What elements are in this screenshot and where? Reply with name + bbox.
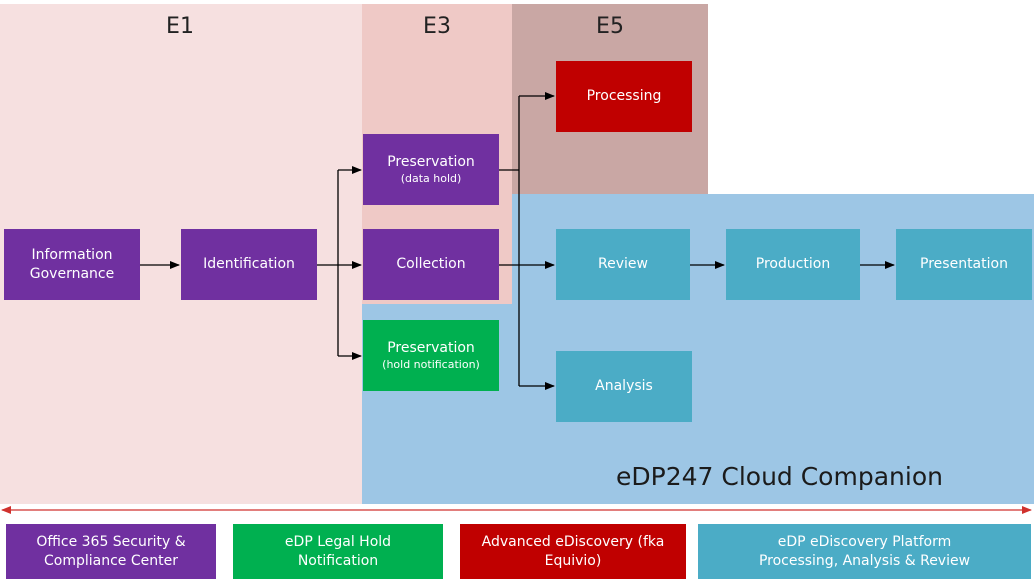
processing-box: Processing [556, 61, 692, 132]
legend-legal-hold-line1: eDP Legal Hold [284, 533, 392, 550]
information-governance-line1: Information [31, 246, 113, 263]
legend-edp-platform: eDP eDiscovery Platform Processing, Anal… [698, 524, 1031, 579]
e3-label: E3 [423, 14, 451, 39]
e1-label: E1 [166, 14, 194, 39]
preservation-data-hold-sub: (data hold) [400, 172, 462, 185]
information-governance-box: Information Governance [4, 229, 140, 300]
presentation-label: Presentation [920, 256, 1008, 272]
identification-box: Identification [181, 229, 317, 300]
production-label: Production [755, 256, 831, 272]
presentation-box: Presentation [896, 229, 1032, 300]
information-governance-line2: Governance [29, 265, 115, 282]
legend-office365-line2: Compliance Center [44, 552, 178, 569]
review-label: Review [598, 256, 648, 272]
analysis-box: Analysis [556, 351, 692, 422]
preservation-hold-notification-box: Preservation (hold notification) [363, 320, 499, 391]
preservation-hold-notification-title: Preservation [387, 340, 475, 356]
legend-edp-platform-line2: Processing, Analysis & Review [758, 552, 971, 569]
processing-label: Processing [586, 88, 662, 104]
legend-advanced-ediscovery: Advanced eDiscovery (fka Equivio) [460, 524, 686, 579]
e5-label: E5 [596, 14, 624, 39]
preservation-hold-notification-sub: (hold notification) [382, 358, 480, 371]
identification-label: Identification [203, 256, 295, 272]
review-box: Review [556, 229, 690, 300]
collection-label: Collection [396, 256, 466, 272]
legend-office365: Office 365 Security & Compliance Center [6, 524, 216, 579]
legend-advanced-ediscovery-line2: Equivio) [544, 552, 602, 569]
legend-legal-hold: eDP Legal Hold Notification [233, 524, 443, 579]
cloud-zone-label: eDP247 Cloud Companion [616, 462, 943, 491]
legend-edp-platform-line1: eDP eDiscovery Platform [777, 533, 952, 550]
preservation-data-hold-box: Preservation (data hold) [363, 134, 499, 205]
production-box: Production [726, 229, 860, 300]
preservation-data-hold-title: Preservation [387, 154, 475, 170]
collection-box: Collection [363, 229, 499, 300]
legend-legal-hold-line2: Notification [297, 552, 379, 569]
analysis-label: Analysis [595, 378, 653, 394]
legend-office365-line1: Office 365 Security & [36, 533, 186, 550]
legend-advanced-ediscovery-line1: Advanced eDiscovery (fka [481, 533, 665, 550]
